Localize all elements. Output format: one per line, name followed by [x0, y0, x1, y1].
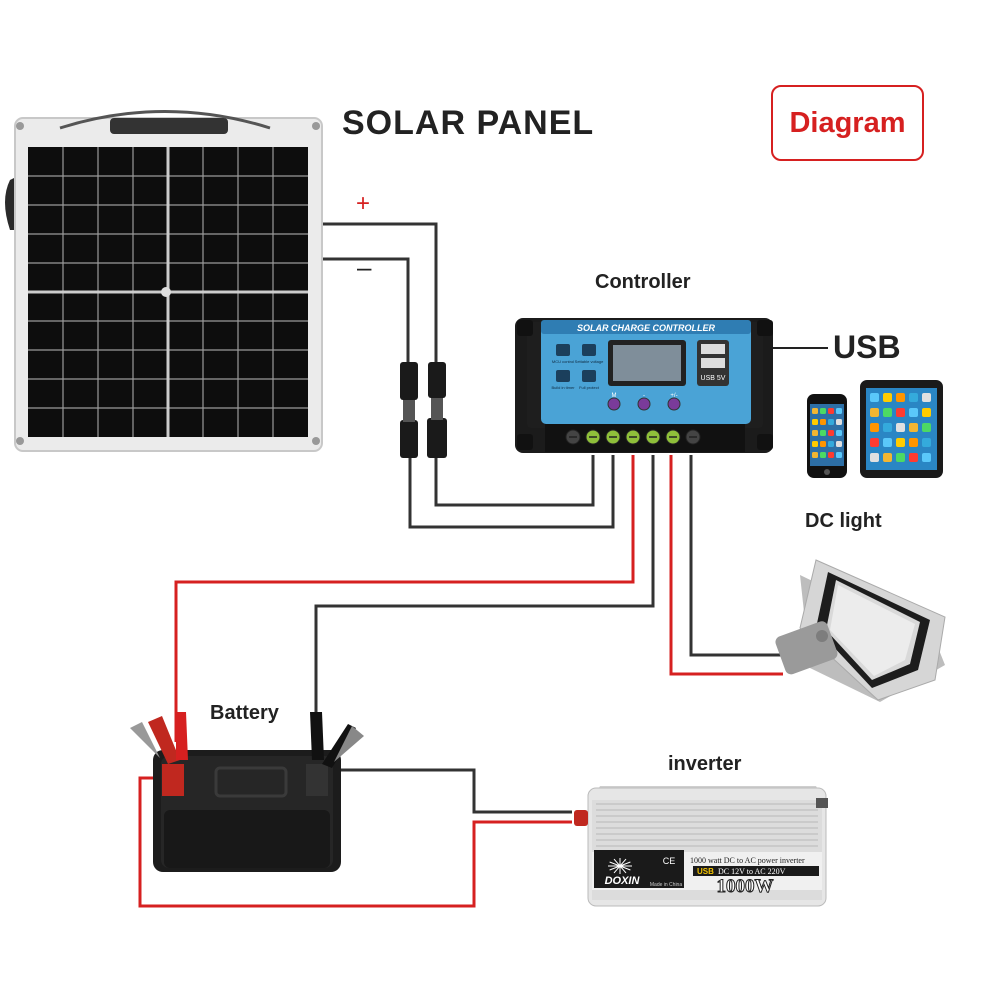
- controller-icon-caption: Build in timer: [551, 385, 575, 390]
- diagram-title: SOLAR PANEL: [342, 104, 595, 142]
- battery-negative-terminal[interactable]: [306, 764, 328, 796]
- usb-port-text: USB 5V: [701, 375, 726, 382]
- full-protect-icon: [582, 370, 596, 382]
- controller-header: SOLAR CHARGE CONTROLLER: [577, 323, 715, 333]
- inverter-positive-post[interactable]: [574, 810, 588, 826]
- button-mark-plus: +/-: [670, 393, 677, 399]
- inverter-usb-mark: USB: [697, 867, 714, 876]
- positive-sign: +: [356, 190, 371, 217]
- battery: [130, 712, 364, 872]
- build-in-timer-icon: [556, 370, 570, 382]
- charge-controller: SOLAR CHARGE CONTROLLER USB 5V MCU contr…: [515, 318, 773, 453]
- controller-label: Controller: [595, 271, 691, 293]
- controller-button-minus[interactable]: [637, 397, 651, 411]
- inverter-brand: DOXIN: [605, 875, 641, 887]
- dc-light-positive-wire[interactable]: [669, 455, 783, 676]
- button-mark-minus: -: [643, 393, 645, 399]
- diagram-tag: Diagram: [771, 85, 924, 161]
- controller-button-m[interactable]: [607, 397, 621, 411]
- dc-light-label: DC light: [805, 510, 882, 532]
- inverter-brand-plate: [594, 850, 684, 888]
- pv-positive-to-controller: [434, 455, 595, 507]
- mcu-icon: [556, 344, 570, 356]
- usb-label: USB: [833, 329, 901, 365]
- diagram-tag-text: Diagram: [789, 106, 906, 139]
- panel-positive-wire: [318, 222, 438, 362]
- dc-light: [775, 559, 946, 702]
- controller-icon-caption: Settable voltage: [575, 359, 604, 364]
- battery-positive-terminal[interactable]: [162, 764, 184, 796]
- inverter-made-in: Made in China: [650, 882, 682, 888]
- inverter-ce-mark: CE: [663, 856, 676, 866]
- tablet-device: [860, 380, 943, 478]
- mc4-connectors: [400, 362, 447, 458]
- panel-negative-wire: [318, 257, 410, 362]
- battery-label: Battery: [210, 702, 279, 724]
- button-mark-m: M: [612, 393, 617, 399]
- pv-negative-to-controller: [408, 455, 615, 529]
- controller-button-plus[interactable]: [667, 397, 681, 411]
- inverter-label: inverter: [668, 753, 742, 775]
- black-clamp[interactable]: [310, 712, 324, 760]
- inverter: DOXIN CE Made in China 1000 watt DC to A…: [574, 786, 828, 907]
- inverter-positive-wire[interactable]: [138, 776, 572, 908]
- inverter-negative-wire[interactable]: [330, 768, 572, 814]
- negative-sign: –: [357, 252, 372, 282]
- controller-icon-caption: MCU control: [552, 359, 574, 364]
- battery-positive-wire[interactable]: [174, 455, 635, 742]
- battery-negative-wire[interactable]: [314, 455, 655, 742]
- dc-light-negative-wire[interactable]: [689, 455, 783, 657]
- inverter-line2: DC 12V to AC 220V: [718, 867, 786, 876]
- settable-voltage-icon: [582, 344, 596, 356]
- solar-panel: [5, 110, 323, 452]
- phone-device: [807, 394, 847, 478]
- inverter-line1: 1000 watt DC to AC power inverter: [690, 856, 805, 865]
- inverter-rating: 1000W: [717, 876, 774, 897]
- red-clamp[interactable]: [148, 716, 180, 764]
- controller-icon-caption: Full protect: [579, 385, 600, 390]
